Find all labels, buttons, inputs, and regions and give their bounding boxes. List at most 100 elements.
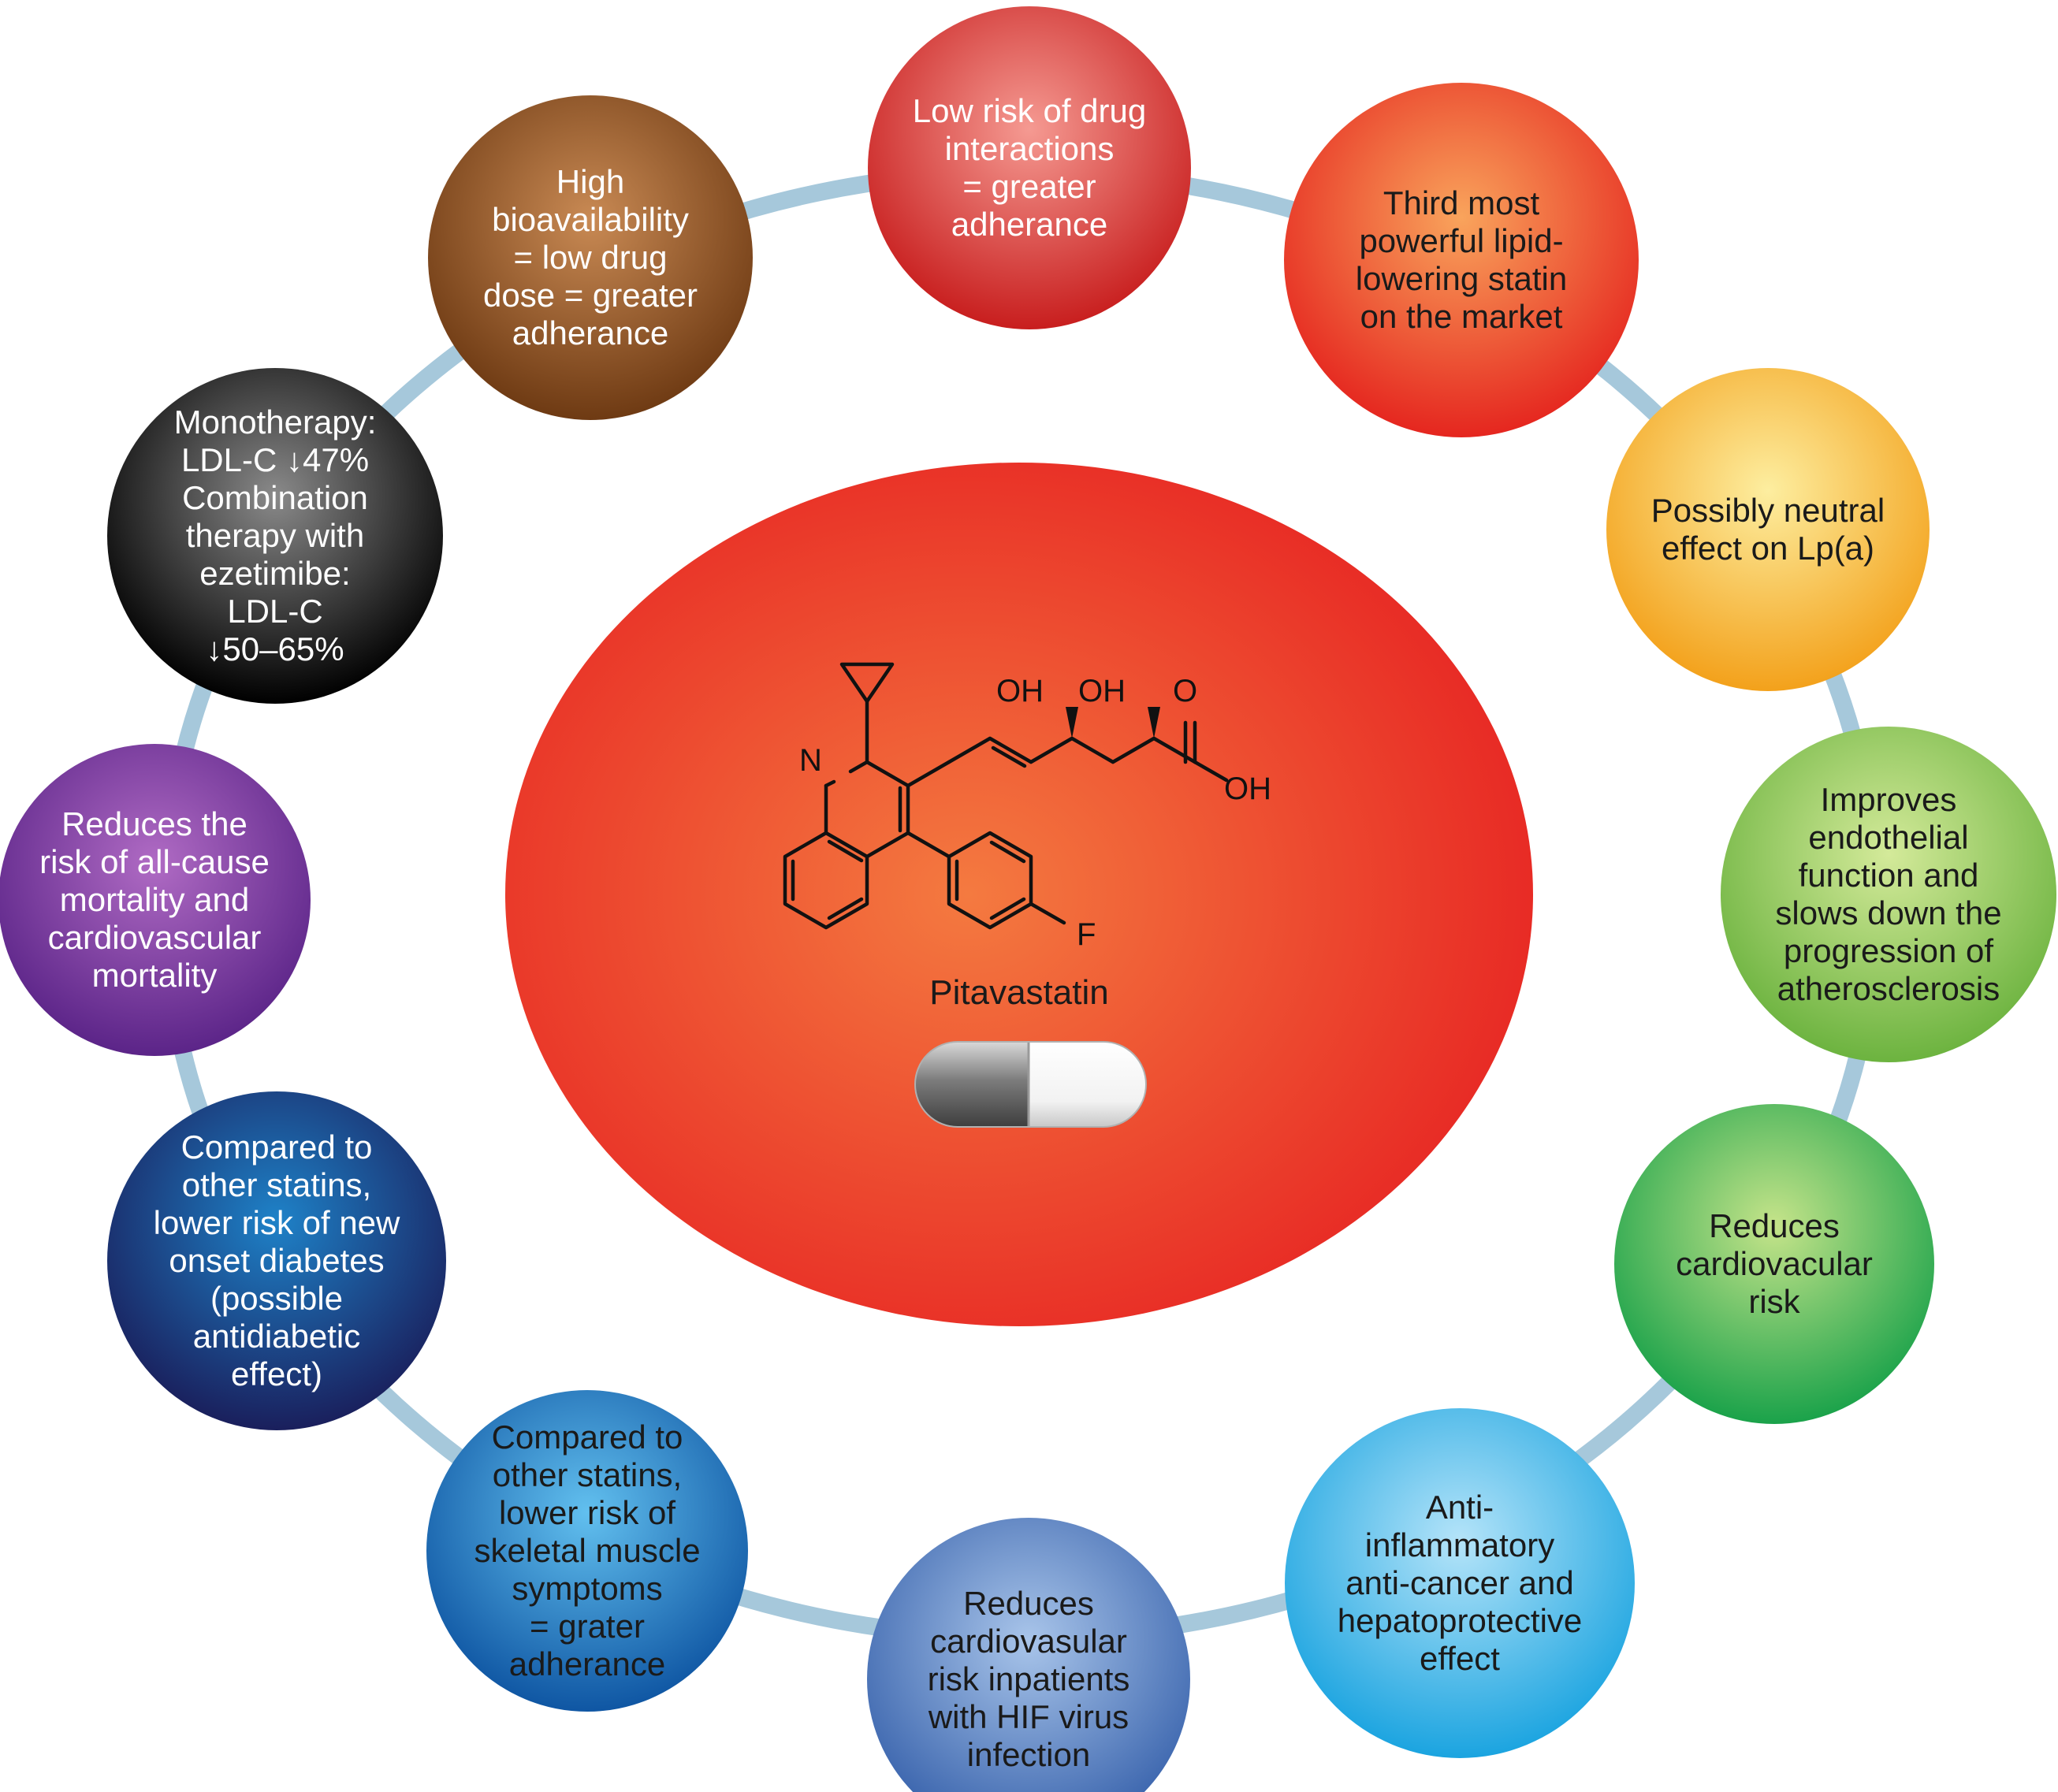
node-label-line: powerful lipid- [1359,222,1563,259]
node-label-line: Anti- [1426,1489,1494,1526]
node-circle [426,1390,748,1712]
node-circle [0,744,311,1056]
node-label-line: lowering statin [1356,260,1567,297]
node-label-line: risk of all-cause [39,843,270,880]
node-label-line: adherance [509,1645,666,1682]
node-label-line: cardiovascular [48,919,262,956]
pitavastatin-structure: N OH OH O OH F [783,662,1271,952]
node-label-line: cardiovacular [1676,1245,1873,1282]
node-label-line: therapy with [186,517,364,554]
atom-oh-2: OH [1078,674,1126,708]
node-label-line: Improves [1821,781,1957,818]
node-label-line: ↓50–65% [206,630,344,667]
node-label-line: Compared to [181,1128,373,1166]
node-label-line: Combination [182,479,368,516]
node-label-line: function and [1799,857,1979,894]
node-label-line: progression of [1784,932,1993,969]
node-label-line: Low risk of drug [913,92,1146,129]
node-label-line: with HIF virus [928,1698,1129,1735]
node-circle [107,368,443,704]
node-label-line: ezetimibe: [199,555,350,592]
node-label-line: = greater [962,168,1096,205]
node-circle [1285,1408,1635,1758]
node-label-line: other statins, [493,1456,682,1493]
node-label-line: slows down the [1775,894,2001,931]
node-circle [428,95,753,420]
atom-n: N [799,743,822,778]
node-label-line: Reduces [963,1585,1094,1622]
node-label-line: lower risk of new [154,1204,400,1241]
node-label-line: interactions [945,130,1115,167]
node-label-line: mortality and [60,881,249,918]
node-circle [868,6,1191,329]
node-label-line: skeletal muscle [474,1532,700,1569]
node-label-line: onset diabetes [169,1242,384,1279]
node-circle [107,1091,446,1430]
node-label-line: = grater [530,1608,645,1645]
node-circle [867,1518,1190,1792]
node-label-line: lower risk of [499,1494,675,1531]
atom-oh-1: OH [996,674,1044,708]
node-label-line: effect on Lp(a) [1662,530,1874,567]
node-label-line: on the market [1360,298,1563,335]
node-label-line: symptoms [512,1570,662,1607]
node-label-line: Monotherapy: [174,403,377,441]
node-label-line: High [556,163,624,200]
center-ellipse [505,463,1533,1326]
node-label-line: adherance [951,206,1108,243]
node-label-line: dose = greater [483,277,698,314]
node-circle [1284,83,1639,437]
node-label-line: effect) [231,1355,322,1392]
node-label-line: = low drug [514,239,668,276]
node-label-line: Compared to [492,1418,683,1456]
node-label-line: anti-cancer and [1345,1564,1574,1601]
drug-name-label: Pitavastatin [929,973,1108,1012]
node-label-line: effect [1420,1640,1500,1677]
node-label-line: atherosclerosis [1777,970,2000,1007]
node-label-line: other statins, [182,1166,371,1203]
node-label-line: mortality [92,957,218,994]
node-circle [1614,1104,1934,1424]
node-label-line: LDL-C [227,593,322,630]
node-label-line: inflammatory [1365,1526,1554,1563]
capsule-icon [914,1041,1147,1128]
node-label-line: bioavailability [492,201,689,238]
node-label-line: Reduces [1709,1207,1840,1244]
node-label-line: (possible [210,1280,343,1317]
node-label-line: cardiovasular [930,1623,1127,1660]
node-label-line: antidiabetic [193,1318,360,1355]
node-circle [1721,727,2056,1062]
node-circle [1606,368,1930,691]
node-label-line: Third most [1383,184,1540,221]
node-label-line: LDL-C ↓47% [181,441,369,478]
node-label-line: infection [967,1736,1090,1773]
atom-f: F [1077,917,1096,952]
node-label-line: Reduces the [61,805,247,842]
node-label-line: endothelial [1808,819,1968,856]
atom-oh-3: OH [1224,771,1271,806]
